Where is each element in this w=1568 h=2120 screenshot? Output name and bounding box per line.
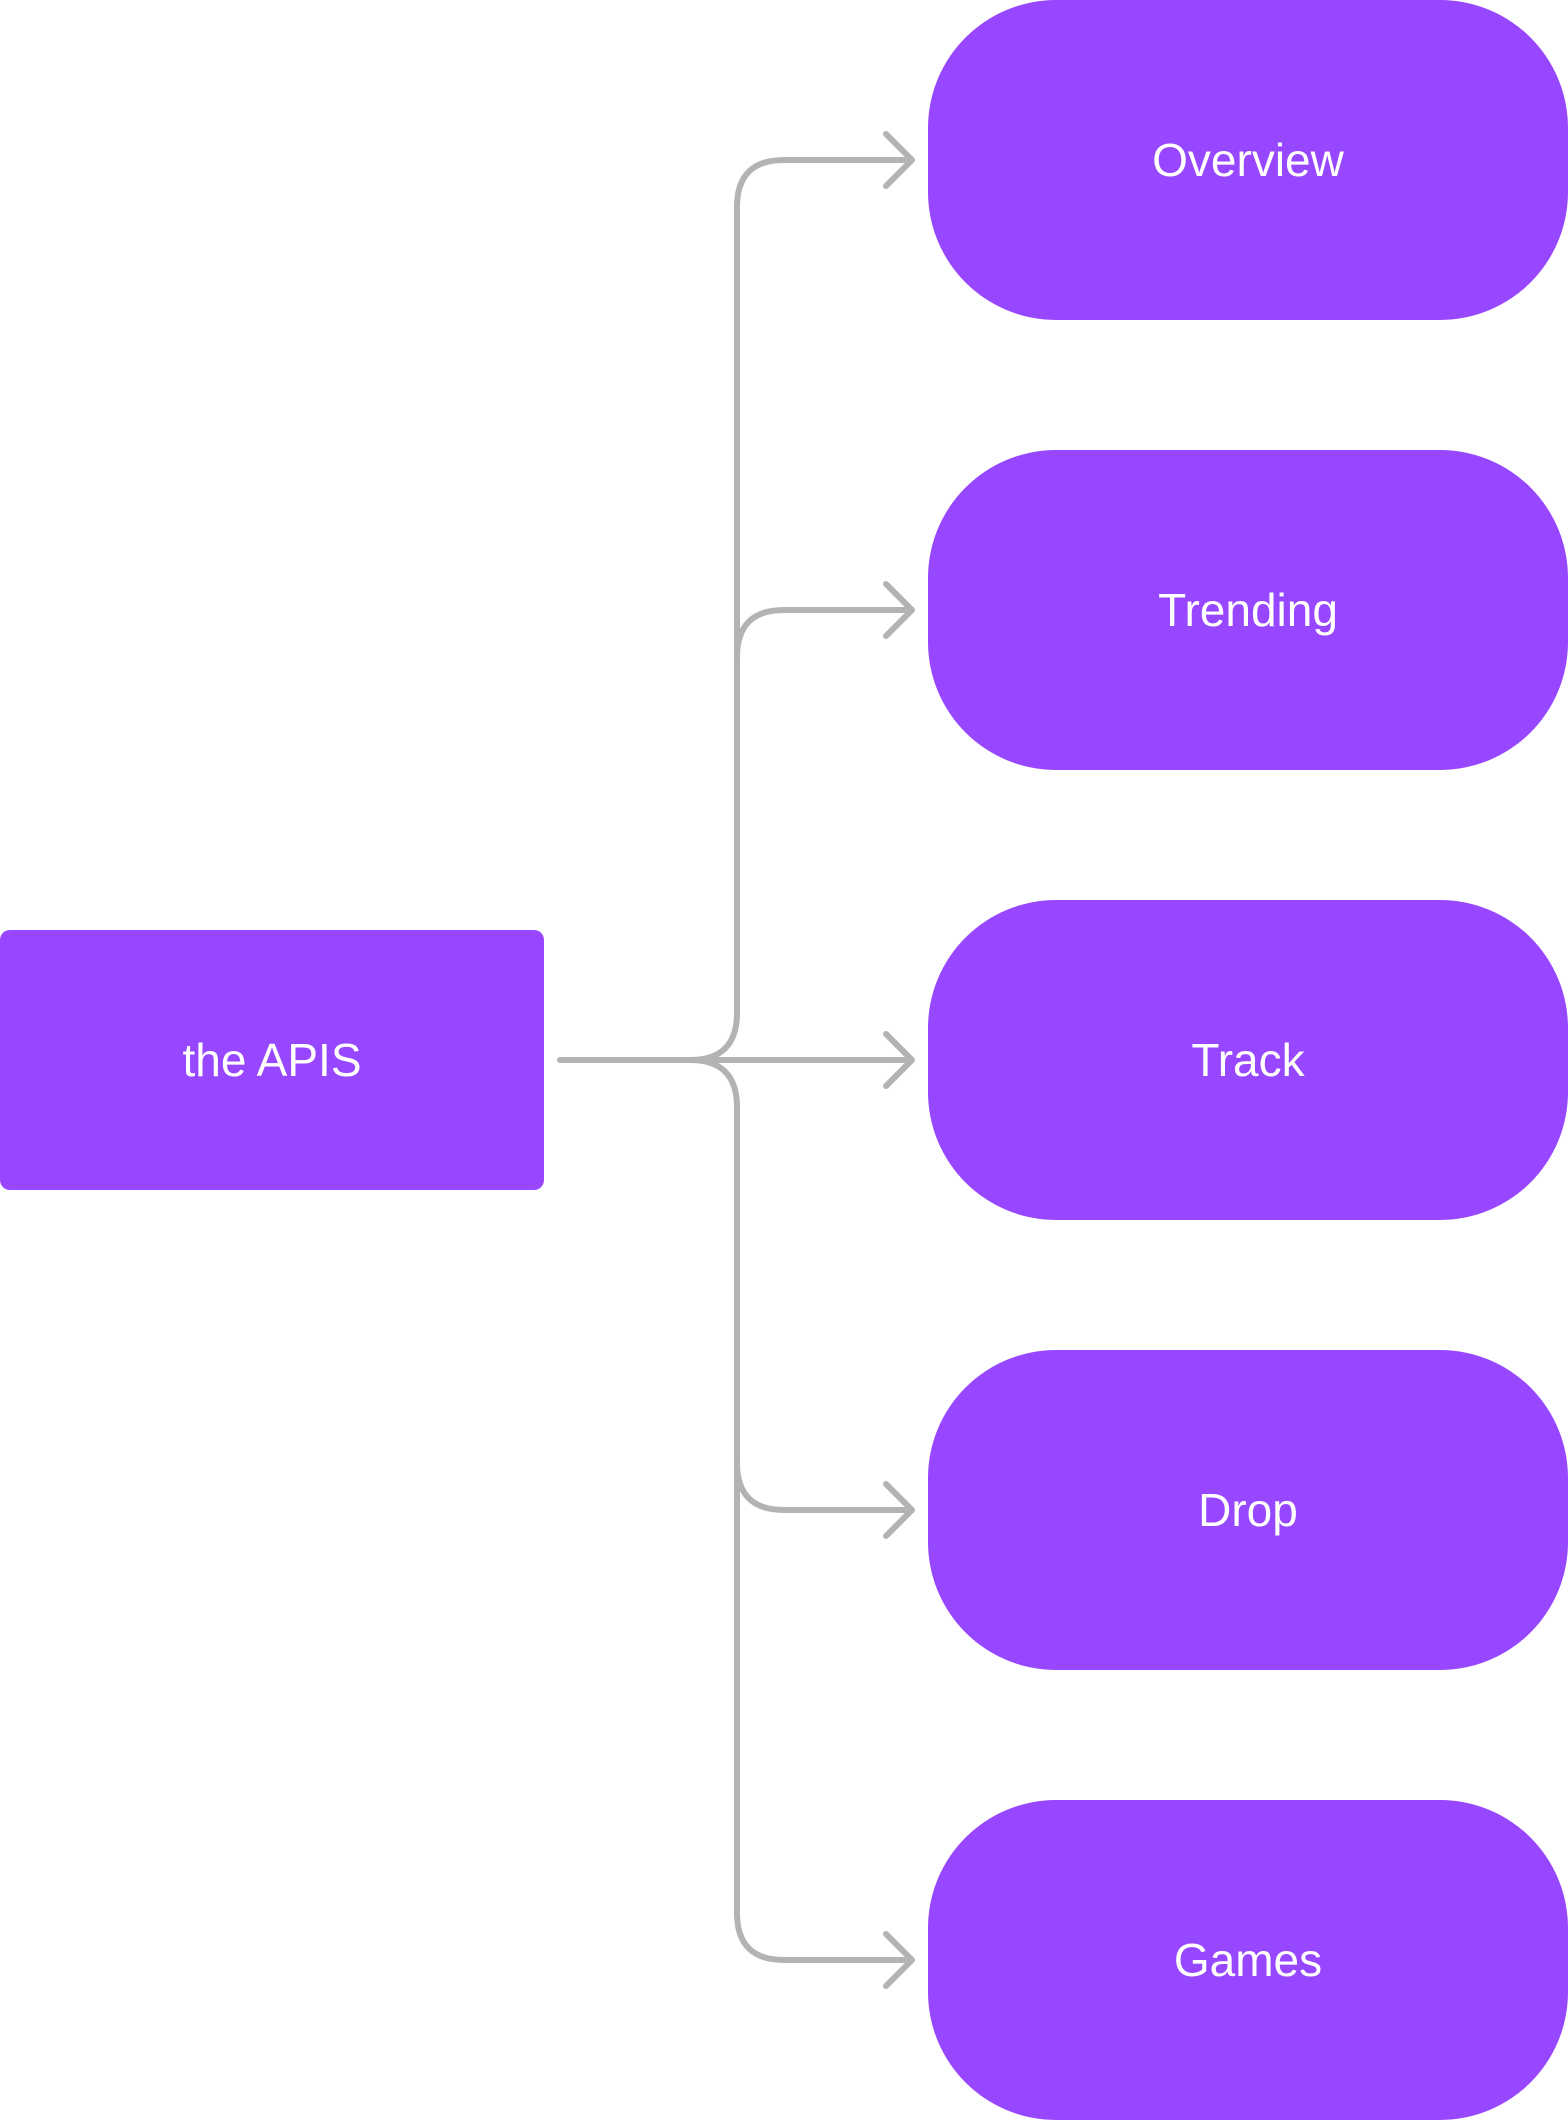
arrowhead-trending	[883, 581, 915, 639]
target-node-box	[928, 1800, 1568, 2120]
source-node-label: the APIS	[182, 1034, 361, 1086]
target-node-overview: Overview	[928, 0, 1568, 320]
arrowhead-track	[883, 1031, 915, 1089]
target-node-label: Trending	[1158, 584, 1338, 636]
connector-to-games	[687, 1057, 913, 1963]
connector-to-overview	[687, 157, 913, 1063]
target-node-games: Games	[928, 1800, 1568, 2120]
source-node-box	[0, 930, 544, 1190]
target-node-box	[928, 450, 1568, 770]
target-node-drop: Drop	[928, 1350, 1568, 1670]
target-node-track: Track	[928, 900, 1568, 1220]
target-node-trending: Trending	[928, 450, 1568, 770]
arrowhead-overview	[883, 131, 915, 189]
target-node-label: Games	[1174, 1934, 1322, 1986]
source-node: the APIS	[0, 930, 544, 1190]
target-node-label: Overview	[1152, 134, 1344, 186]
connector-to-trending	[734, 607, 913, 660]
arrowhead-drop	[883, 1481, 915, 1539]
connector-to-drop	[734, 1460, 913, 1513]
target-node-box	[928, 900, 1568, 1220]
connectors	[557, 131, 915, 1989]
target-node-label: Drop	[1198, 1484, 1298, 1536]
target-node-box	[928, 0, 1568, 320]
target-node-box	[928, 1350, 1568, 1670]
target-node-label: Track	[1191, 1034, 1305, 1086]
arrowhead-games	[883, 1931, 915, 1989]
